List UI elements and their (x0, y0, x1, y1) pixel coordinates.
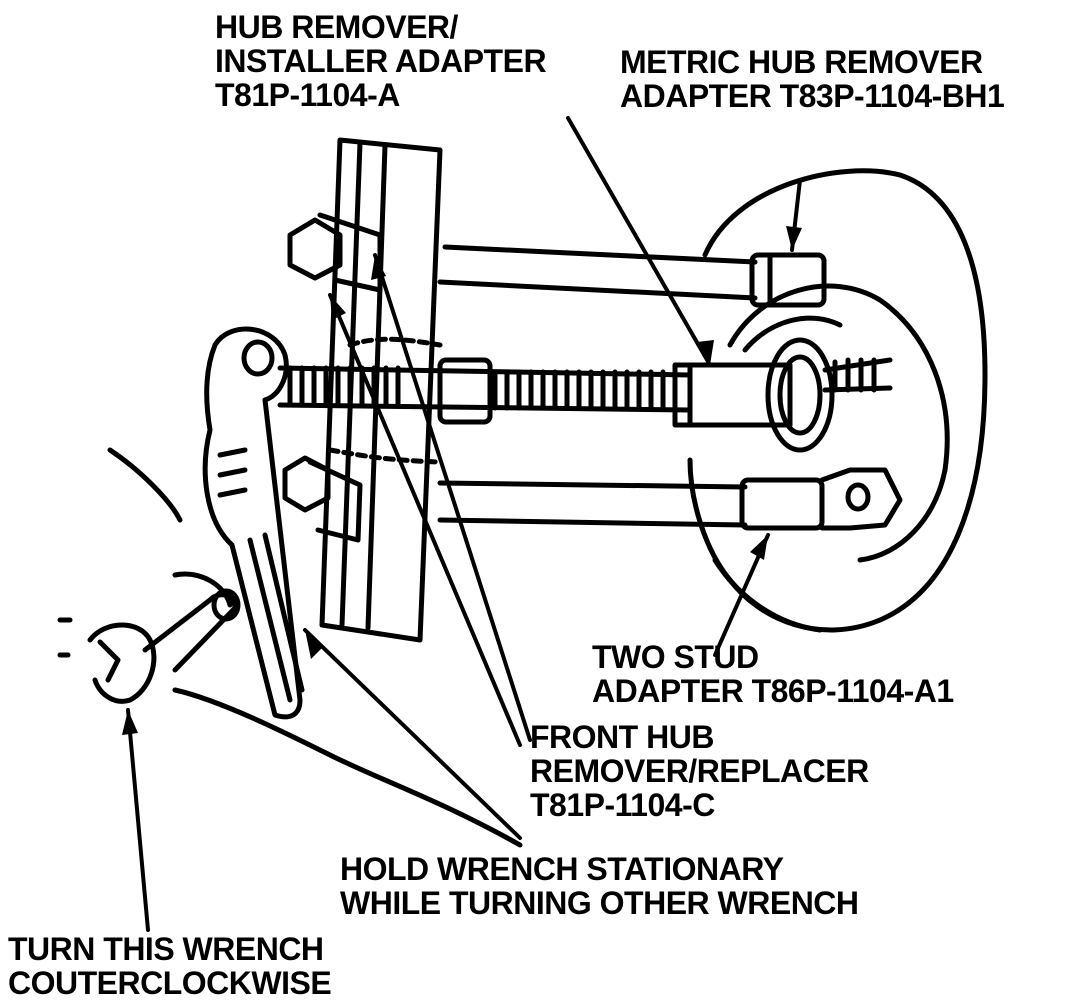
lower-nut (282, 455, 363, 543)
label-hold-wrench: HOLD WRENCH STATIONARY WHILE TURNING OTH… (340, 851, 859, 921)
arrow-heads (122, 226, 802, 735)
leader-lines (126, 116, 802, 932)
crossbar-plate (319, 137, 443, 643)
label-metric-hub-adapter: METRIC HUB REMOVER ADAPTER T83P-1104-BH1 (620, 44, 1005, 114)
upper-stud-rod (437, 244, 827, 308)
label-front-hub-remover: FRONT HUB REMOVER/REPLACER T81P-1104-C (530, 719, 869, 823)
holding-wrench (202, 326, 305, 720)
spindle-bearing (765, 337, 893, 453)
context-lines (57, 336, 523, 848)
turning-wrench (87, 588, 241, 704)
forcing-screw (277, 357, 793, 428)
lower-stud-rod (437, 467, 903, 531)
label-hub-installer-adapter: HUB REMOVER/ INSTALLER ADAPTER T81P-1104… (215, 9, 547, 113)
upper-nut (287, 212, 383, 293)
hub-rotor (687, 168, 988, 633)
label-two-stud-adapter: TWO STUD ADAPTER T86P-1104-A1 (592, 639, 954, 709)
label-turn-wrench: TURN THIS WRENCH COUTERCLOCKWISE (8, 931, 332, 1001)
